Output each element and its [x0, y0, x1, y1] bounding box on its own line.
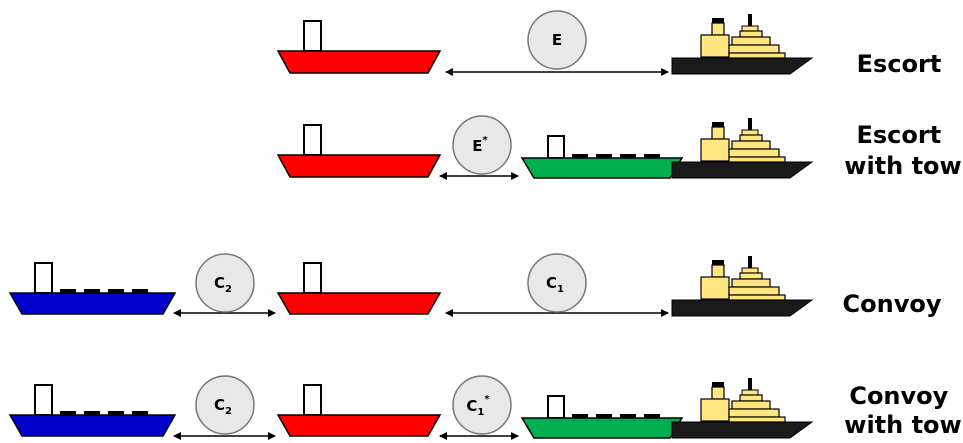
svg-text:C1*: C1*: [466, 394, 490, 418]
svg-text:C2: C2: [214, 396, 232, 417]
separation-letter: E: [472, 137, 482, 155]
separation-circle: C2: [195, 253, 255, 313]
row-convoy: C2 C1 Convoy: [8, 253, 942, 318]
separation-circle: C1*: [452, 375, 512, 435]
separation-circle: E: [527, 10, 587, 70]
svg-text:C1: C1: [546, 274, 564, 295]
separation-sup: *: [483, 135, 489, 146]
row-escort: E Escort: [276, 10, 942, 78]
separation-letter: C: [214, 396, 225, 414]
row-label-escort-with-tow: Escort with tow: [844, 121, 961, 180]
blue-ship-icon: [8, 384, 177, 437]
separation-letter: C: [214, 274, 225, 292]
row-escort-with-tow: E* Escort with tow: [276, 115, 962, 180]
row-label-convoy: Convoy: [843, 290, 942, 318]
red-ship-icon: [276, 384, 442, 437]
blue-ship-icon: [8, 262, 177, 315]
separation-sub: 1: [557, 284, 564, 295]
icebreaker-icon: [671, 377, 813, 439]
icebreaker-icon: [671, 117, 813, 179]
separation-letter: E: [552, 31, 562, 49]
svg-text:E*: E*: [472, 135, 488, 155]
separation-sup: *: [484, 394, 490, 405]
red-ship-icon: [276, 124, 442, 178]
separation-sub: 2: [225, 406, 232, 417]
svg-text:C2: C2: [214, 274, 232, 295]
icebreaker-icon: [671, 13, 813, 75]
row-label-convoy-with-tow: Convoy with tow: [844, 382, 961, 439]
row-label-escort: Escort: [857, 50, 942, 78]
row-convoy-with-tow: C2 C1* Convoy with tow: [8, 375, 962, 440]
separation-sub: 1: [477, 407, 484, 418]
separation-circle: C2: [195, 375, 255, 435]
separation-letter: C: [466, 397, 477, 415]
green-ship-icon: [520, 395, 684, 439]
svg-text:E: E: [552, 31, 562, 49]
green-ship-icon: [520, 135, 684, 179]
red-ship-icon: [276, 20, 442, 74]
icebreaker-icon: [671, 255, 813, 317]
red-ship-icon: [276, 262, 442, 315]
separation-circle: C1: [527, 253, 587, 313]
separation-sub: 2: [225, 284, 232, 295]
separation-circle: E*: [452, 115, 512, 175]
separation-letter: C: [546, 274, 557, 292]
